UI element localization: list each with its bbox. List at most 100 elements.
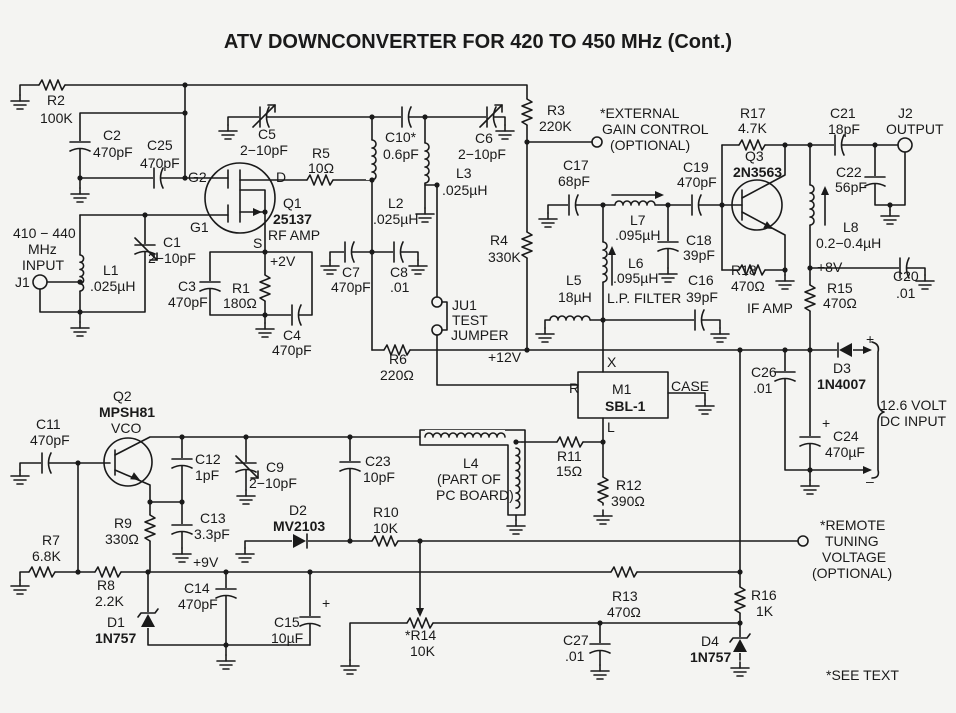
c2-ref: C2 — [103, 127, 121, 143]
resistor-icon — [738, 264, 766, 276]
c26-ref: C26 — [751, 364, 777, 380]
wire — [209, 251, 313, 316]
wire — [79, 112, 186, 189]
variable-arrowhead — [149, 252, 158, 261]
voltage-9v: +9V — [193, 554, 219, 570]
c11-ref: C11 — [36, 416, 61, 432]
capacitor-icon — [568, 194, 579, 216]
capacitor-icon — [69, 141, 91, 152]
transistor-q3-body — [731, 179, 783, 231]
capacitor-gap — [393, 241, 401, 263]
r1-ref: R1 — [232, 280, 250, 296]
c8-value: .01 — [390, 279, 410, 295]
capacitor-icon — [171, 524, 193, 535]
r13-value: 470Ω — [607, 604, 641, 620]
inductor-l4-icon — [510, 447, 523, 509]
r2-ref: R2 — [47, 92, 65, 108]
ground-icon — [340, 659, 360, 675]
remote-note-2: TUNING — [825, 533, 879, 549]
wire — [741, 144, 786, 199]
r14-value: 10K — [410, 643, 436, 659]
r3-value: 220K — [539, 118, 572, 134]
ground-icon — [10, 94, 30, 110]
c5-value: 2−10pF — [240, 142, 288, 158]
circuit-wiring: ++–+ — [10, 79, 935, 680]
capacitor-gap — [344, 241, 352, 263]
arrowhead — [763, 221, 773, 229]
diode-triangle — [839, 343, 852, 357]
q2-ref: Q2 — [113, 388, 132, 404]
c8-ref: C8 — [390, 264, 408, 280]
gain-note-2: GAIN CONTROL — [602, 121, 709, 137]
ground-icon — [70, 321, 90, 337]
junction-dot — [782, 267, 788, 273]
capacitor-plate-curved — [574, 194, 579, 216]
l3-value: .025µH — [442, 182, 487, 198]
capacitor-gap — [299, 616, 321, 624]
c10-value: 0.6pF — [383, 146, 419, 162]
capacitor-gap — [657, 241, 679, 249]
capacitor-icon — [401, 106, 412, 128]
junction-dot — [782, 142, 788, 148]
resistor-icon — [610, 566, 638, 578]
polarity-plus: + — [322, 595, 330, 611]
voltage-8v: +8V — [817, 259, 843, 275]
dc-input-1: 12.6 VOLT — [880, 397, 947, 413]
r4-value: 330K — [488, 249, 521, 265]
c22-ref: C22 — [836, 164, 862, 180]
r15-ref: R15 — [827, 280, 853, 296]
c6-value: 2−10pF — [458, 146, 506, 162]
j1-freq: 410 − 440 — [13, 225, 76, 241]
dc-input-brace — [871, 341, 885, 479]
capacitor-plate-curved — [700, 309, 705, 331]
c14-ref: C14 — [184, 580, 210, 596]
capacitor-icon — [134, 237, 158, 261]
inductor-coil — [602, 241, 608, 283]
l1-value: .025µH — [90, 278, 135, 294]
dc-plus-sign: + — [866, 331, 874, 347]
ground-icon — [538, 212, 558, 228]
capacitor-plate-curved — [492, 106, 497, 128]
l5-value: 18µH — [558, 289, 592, 305]
resistor-icon — [521, 98, 533, 126]
resistor-zigzag — [738, 139, 766, 151]
q1-part: 25137 — [273, 211, 312, 227]
ground-icon — [506, 519, 526, 535]
ju1-ref: JU1 — [452, 297, 477, 313]
terminal-icon — [797, 535, 809, 547]
wire — [874, 144, 906, 206]
c9-ref: C9 — [266, 459, 284, 475]
m1-part: SBL-1 — [605, 398, 646, 414]
j1-input: INPUT — [22, 257, 64, 273]
wire — [741, 211, 786, 276]
wire — [424, 184, 438, 298]
lp-filter-label: L.P. FILTER — [607, 290, 681, 306]
l5-ref: L5 — [566, 272, 582, 288]
arrowhead — [863, 346, 872, 354]
c16-ref: C16 — [688, 272, 714, 288]
ju1-test: TEST — [452, 312, 488, 328]
capacitor-gap — [899, 257, 907, 279]
c19-ref: C19 — [683, 159, 709, 175]
r4-ref: R4 — [490, 232, 508, 248]
q3-ref: Q3 — [745, 148, 764, 164]
ground-icon — [775, 274, 795, 290]
arrow-icon — [130, 472, 140, 480]
arrow-icon — [821, 186, 829, 195]
c9-value: 2−10pF — [249, 475, 297, 491]
diode-triangle — [733, 639, 747, 652]
c2-value: 470pF — [93, 144, 133, 160]
ground-icon — [255, 322, 275, 338]
capacitor-gap — [41, 452, 49, 474]
c7-value: 470pF — [331, 279, 371, 295]
capacitor-plate-curved — [399, 241, 404, 263]
arrow-icon — [608, 246, 616, 255]
l1-ref: L1 — [103, 262, 119, 278]
q3-part: 2N3563 — [733, 164, 782, 180]
capacitor-icon — [215, 588, 237, 599]
j2-ref: J2 — [898, 105, 913, 121]
r9-ref: R9 — [114, 515, 132, 531]
r2-value: 100K — [40, 110, 73, 126]
see-text-note: *SEE TEXT — [826, 667, 899, 683]
